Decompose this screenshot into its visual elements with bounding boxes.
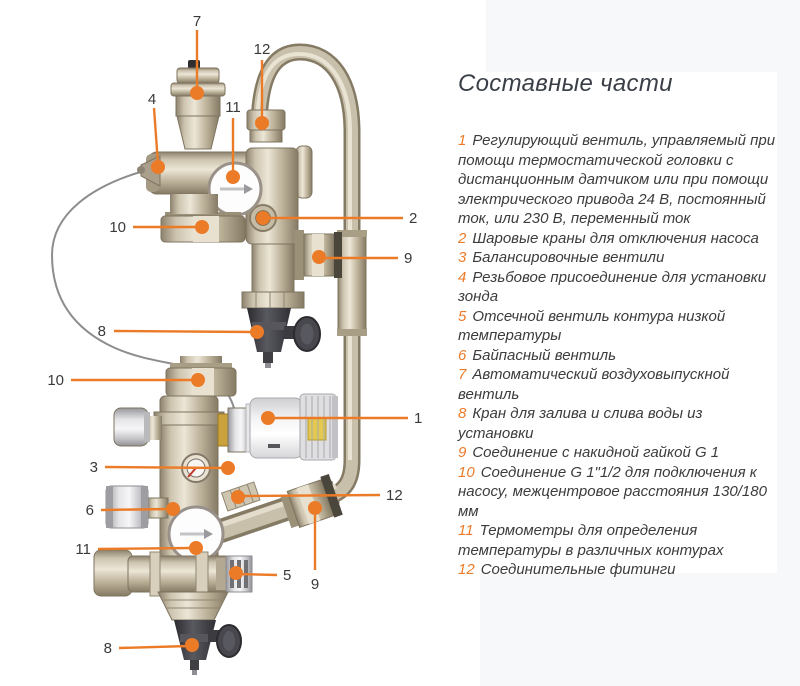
callout-label: 11: [225, 99, 241, 116]
callout-label: 10: [47, 372, 64, 389]
callout-label: 12: [386, 487, 403, 504]
legend-item-number: 4: [458, 268, 467, 286]
callout-5: 5: [229, 566, 291, 584]
callout-label: 1: [414, 410, 422, 427]
pipe-sleeve: [337, 231, 367, 335]
callout-label: 3: [90, 459, 98, 476]
legend-item-number: 9: [458, 444, 467, 461]
legend-item-text: Регулирующий вентиль, управляемый при по…: [458, 132, 776, 227]
bypass-valve: [105, 485, 169, 529]
callout-9-top: 9: [312, 250, 412, 267]
callout-8-bottom: 8: [104, 638, 199, 657]
legend-item-9: 9 Соединение с накидной гайкой G 1: [458, 443, 780, 463]
lower-valve-assembly: [93, 356, 343, 675]
callout-label: 2: [409, 210, 417, 227]
callout-10-top: 10: [109, 219, 209, 236]
callout-9-bottom: 9: [308, 501, 322, 593]
callout-10-bottom: 10: [47, 372, 205, 389]
legend-item-number: 2: [458, 229, 467, 247]
legend-item-text: Резьбовое присоединение для установки зо…: [458, 268, 767, 306]
drain-valve-top: [241, 243, 321, 368]
callout-label: 9: [311, 576, 319, 593]
callout-2: 2: [256, 210, 417, 227]
legend-item-number: 3: [458, 249, 467, 266]
callout-12-bottom: 12: [231, 487, 403, 504]
legend-title: Составные части: [458, 70, 673, 97]
legend-item-text: Автоматический воздуховыпускной вентиль: [458, 366, 730, 403]
callout-label: 12: [254, 41, 271, 58]
legend-item-number: 10: [458, 463, 475, 481]
legend-item-12: 12 Соединительные фитинги: [458, 560, 780, 580]
legend-item-number: 6: [458, 346, 467, 364]
callout-label: 8: [104, 640, 112, 657]
legend-item-text: Отсечной вентиль контура низкой температ…: [458, 307, 726, 345]
legend-item-number: 7: [458, 366, 467, 383]
callout-label: 7: [193, 13, 201, 30]
callout-8-top: 8: [98, 323, 264, 340]
legend-item-text: Соединение с накидной гайкой G 1: [472, 444, 720, 461]
callout-label: 5: [283, 567, 291, 584]
legend-item-text: Термометры для определения температуры в…: [458, 522, 724, 559]
callout-6: 6: [86, 502, 180, 519]
callout-4: 4: [148, 91, 165, 174]
legend-item-number: 11: [458, 522, 474, 539]
callout-label: 10: [109, 219, 126, 236]
callout-3: 3: [90, 459, 235, 476]
callout-label: 11: [75, 541, 91, 558]
callout-11-top: 11: [225, 99, 241, 184]
legend-item-number: 12: [458, 561, 475, 578]
thermostatic-valve: [217, 393, 338, 461]
legend-item-text: Балансировочные вентили: [472, 249, 665, 266]
side-cap: [113, 407, 162, 447]
callout-7: 7: [190, 13, 204, 100]
page-background-right-strip: [777, 0, 800, 686]
legend-item-number: 1: [458, 132, 467, 149]
legend-item-6: 6 Байпасный вентиль: [458, 346, 780, 366]
legend-item-2: 2 Шаровые краны для отключения насоса: [458, 229, 780, 249]
legend-item-text: Байпасный вентиль: [472, 346, 616, 364]
callout-12-top: 12: [254, 41, 271, 130]
page-background-top-right: [486, 0, 800, 72]
legend-item-number: 8: [458, 405, 467, 422]
callout-label: 8: [98, 323, 106, 340]
drain-valve-bottom: [157, 591, 242, 675]
callout-1: 1: [261, 410, 422, 427]
callout-label: 6: [86, 502, 94, 519]
legend-item-text: Шаровые краны для отключения насоса: [472, 229, 759, 247]
legend-item-text: Соединительные фитинги: [480, 561, 676, 578]
legend-item-number: 5: [458, 307, 467, 325]
callout-label: 4: [148, 91, 156, 108]
legend-item-text: Соединение G 1"1/2 для подключения к нас…: [458, 463, 767, 520]
legend-item-text: Кран для залива и слива воды из установк…: [458, 405, 703, 442]
callout-label: 9: [404, 250, 412, 267]
bottom-body: [93, 549, 233, 597]
legend-item-3: 3 Балансировочные вентили: [458, 248, 780, 268]
callouts: 7 12 4 11 10 2 9 8 10 1 3 12 6 11 5 9 8: [47, 13, 422, 657]
valve-assembly-diagram: 7 12 4 11 10 2 9 8 10 1 3 12 6 11 5 9 8: [47, 13, 422, 675]
callout-11-bottom: 11: [75, 541, 203, 558]
page-background-bottom-right: [480, 573, 800, 686]
